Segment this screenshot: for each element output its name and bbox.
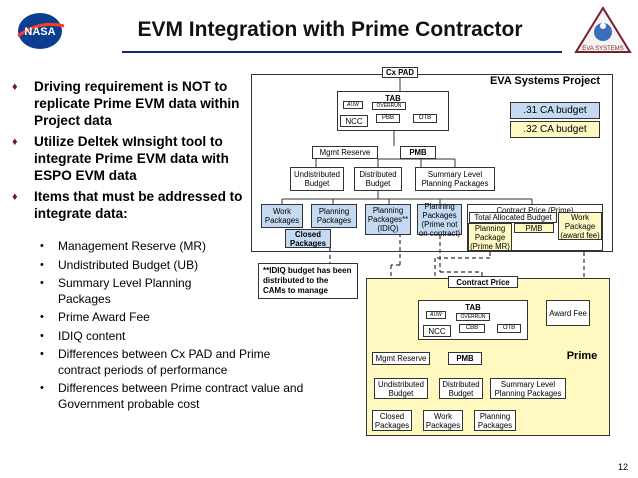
sub-bullet-item: •Management Reserve (MR)	[40, 239, 207, 253]
project-summary-level-box: Summary Level Planning Packages	[415, 167, 495, 191]
prime-ncc-box: NCC	[423, 325, 451, 337]
sub-bullet-item: •Prime Award Fee	[40, 310, 150, 324]
project-distributed-budget-box: Distributed Budget	[354, 167, 402, 191]
sub-bullet-item: •Undistributed Budget (UB)	[40, 257, 199, 272]
idiq-note-box: **IDIQ budget has been distributed to th…	[258, 263, 358, 299]
sub-bullet-item: •Differences between Cx PAD and Prime co…	[40, 347, 271, 377]
prime-mgmt-reserve-box: Mgmt Reserve	[372, 352, 430, 365]
project-pbb-box: PBB	[376, 114, 400, 123]
eva-systems-project-label: EVA Systems Project	[489, 75, 601, 87]
sub-bullet-list: •Management Reserve (MR) •Undistributed …	[40, 239, 350, 415]
page-number: 12	[617, 462, 628, 472]
nasa-logo: NASA	[12, 12, 68, 50]
prime-summary-level-box: Summary Level Planning Packages	[490, 378, 566, 399]
prime-undistributed-budget-box: Undistributed Budget	[374, 378, 428, 399]
project-tab-box: TAB	[337, 91, 449, 131]
svg-text:EVA SYSTEMS: EVA SYSTEMS	[582, 46, 624, 52]
diamond-bullet-icon: ♦	[12, 191, 18, 203]
bullet-item: ♦Driving requirement is NOT to replicate…	[12, 79, 240, 128]
project-ncc-box: NCC	[340, 115, 368, 127]
sub-bullet-item: •IDIQ content	[40, 328, 126, 343]
project-undistributed-budget-box: Undistributed Budget	[290, 167, 344, 191]
legend-31-ca-budget: .31 CA budget	[510, 102, 600, 119]
project-planning-not-on-contract-box: Planning Packages (Prime not on contract…	[417, 201, 462, 238]
diamond-bullet-icon: ♦	[12, 81, 18, 93]
prime-label: Prime	[566, 350, 598, 362]
project-auw-box: AUW	[343, 101, 363, 109]
prime-closed-packages-box: Closed Packages	[372, 410, 412, 431]
project-mgmt-reserve-box: Mgmt Reserve	[312, 146, 378, 159]
project-closed-packages-box: Closed Packages	[285, 229, 331, 248]
project-work-package-award-fee-box: Work Package (award fee)	[558, 212, 602, 240]
project-planning-idiq-box: Planning Packages** (IDIQ)	[365, 204, 411, 235]
project-planning-package-mr-box: Planning Package (Prime MR)	[468, 223, 512, 251]
prime-contract-price-box: Contract Price	[448, 276, 518, 288]
cx-pad-box: Cx PAD	[382, 67, 418, 78]
project-pmb-box: PMB	[400, 146, 436, 159]
prime-overrun-box: OVERRUN	[456, 313, 490, 321]
project-overrun-box: OVERRUN	[372, 102, 406, 110]
eva-systems-logo: EVA SYSTEMS	[574, 6, 632, 56]
prime-pmb-box: PMB	[448, 352, 482, 365]
main-bullet-list: ♦Driving requirement is NOT to replicate…	[12, 78, 262, 226]
legend-32-ca-budget: .32 CA budget	[510, 121, 600, 138]
svg-text:NASA: NASA	[24, 26, 55, 38]
project-otb-box: OTB	[413, 114, 437, 123]
prime-auw-box: AUW	[426, 311, 446, 319]
page-title: EVM Integration with Prime Contractor	[137, 18, 523, 41]
prime-otb-box: OTB	[497, 324, 521, 333]
sub-bullet-item: •Differences between Prime contract valu…	[40, 381, 304, 411]
project-panel	[251, 74, 613, 252]
project-total-allocated-budget-box: Total Allocated Budget	[469, 212, 557, 223]
bullet-item: ♦Items that must be addressed to integra…	[12, 189, 243, 221]
prime-planning-packages-box: Planning Packages	[474, 410, 516, 431]
prime-award-fee-box: Award Fee	[546, 300, 590, 326]
title-rule	[122, 51, 562, 53]
diamond-bullet-icon: ♦	[12, 136, 18, 148]
bullet-item: ♦Utilize Deltek wInsight tool to integra…	[12, 134, 229, 183]
prime-work-packages-box: Work Packages	[423, 410, 463, 431]
prime-cbb-box: CBB	[459, 324, 485, 333]
project-pmb-inner-box: PMB	[514, 223, 554, 233]
prime-distributed-budget-box: Distributed Budget	[439, 378, 483, 399]
project-planning-packages-box: Planning Packages	[311, 204, 357, 228]
project-work-packages-box: Work Packages	[261, 204, 303, 228]
sub-bullet-item: •Summary Level Planning Packages	[40, 276, 192, 306]
